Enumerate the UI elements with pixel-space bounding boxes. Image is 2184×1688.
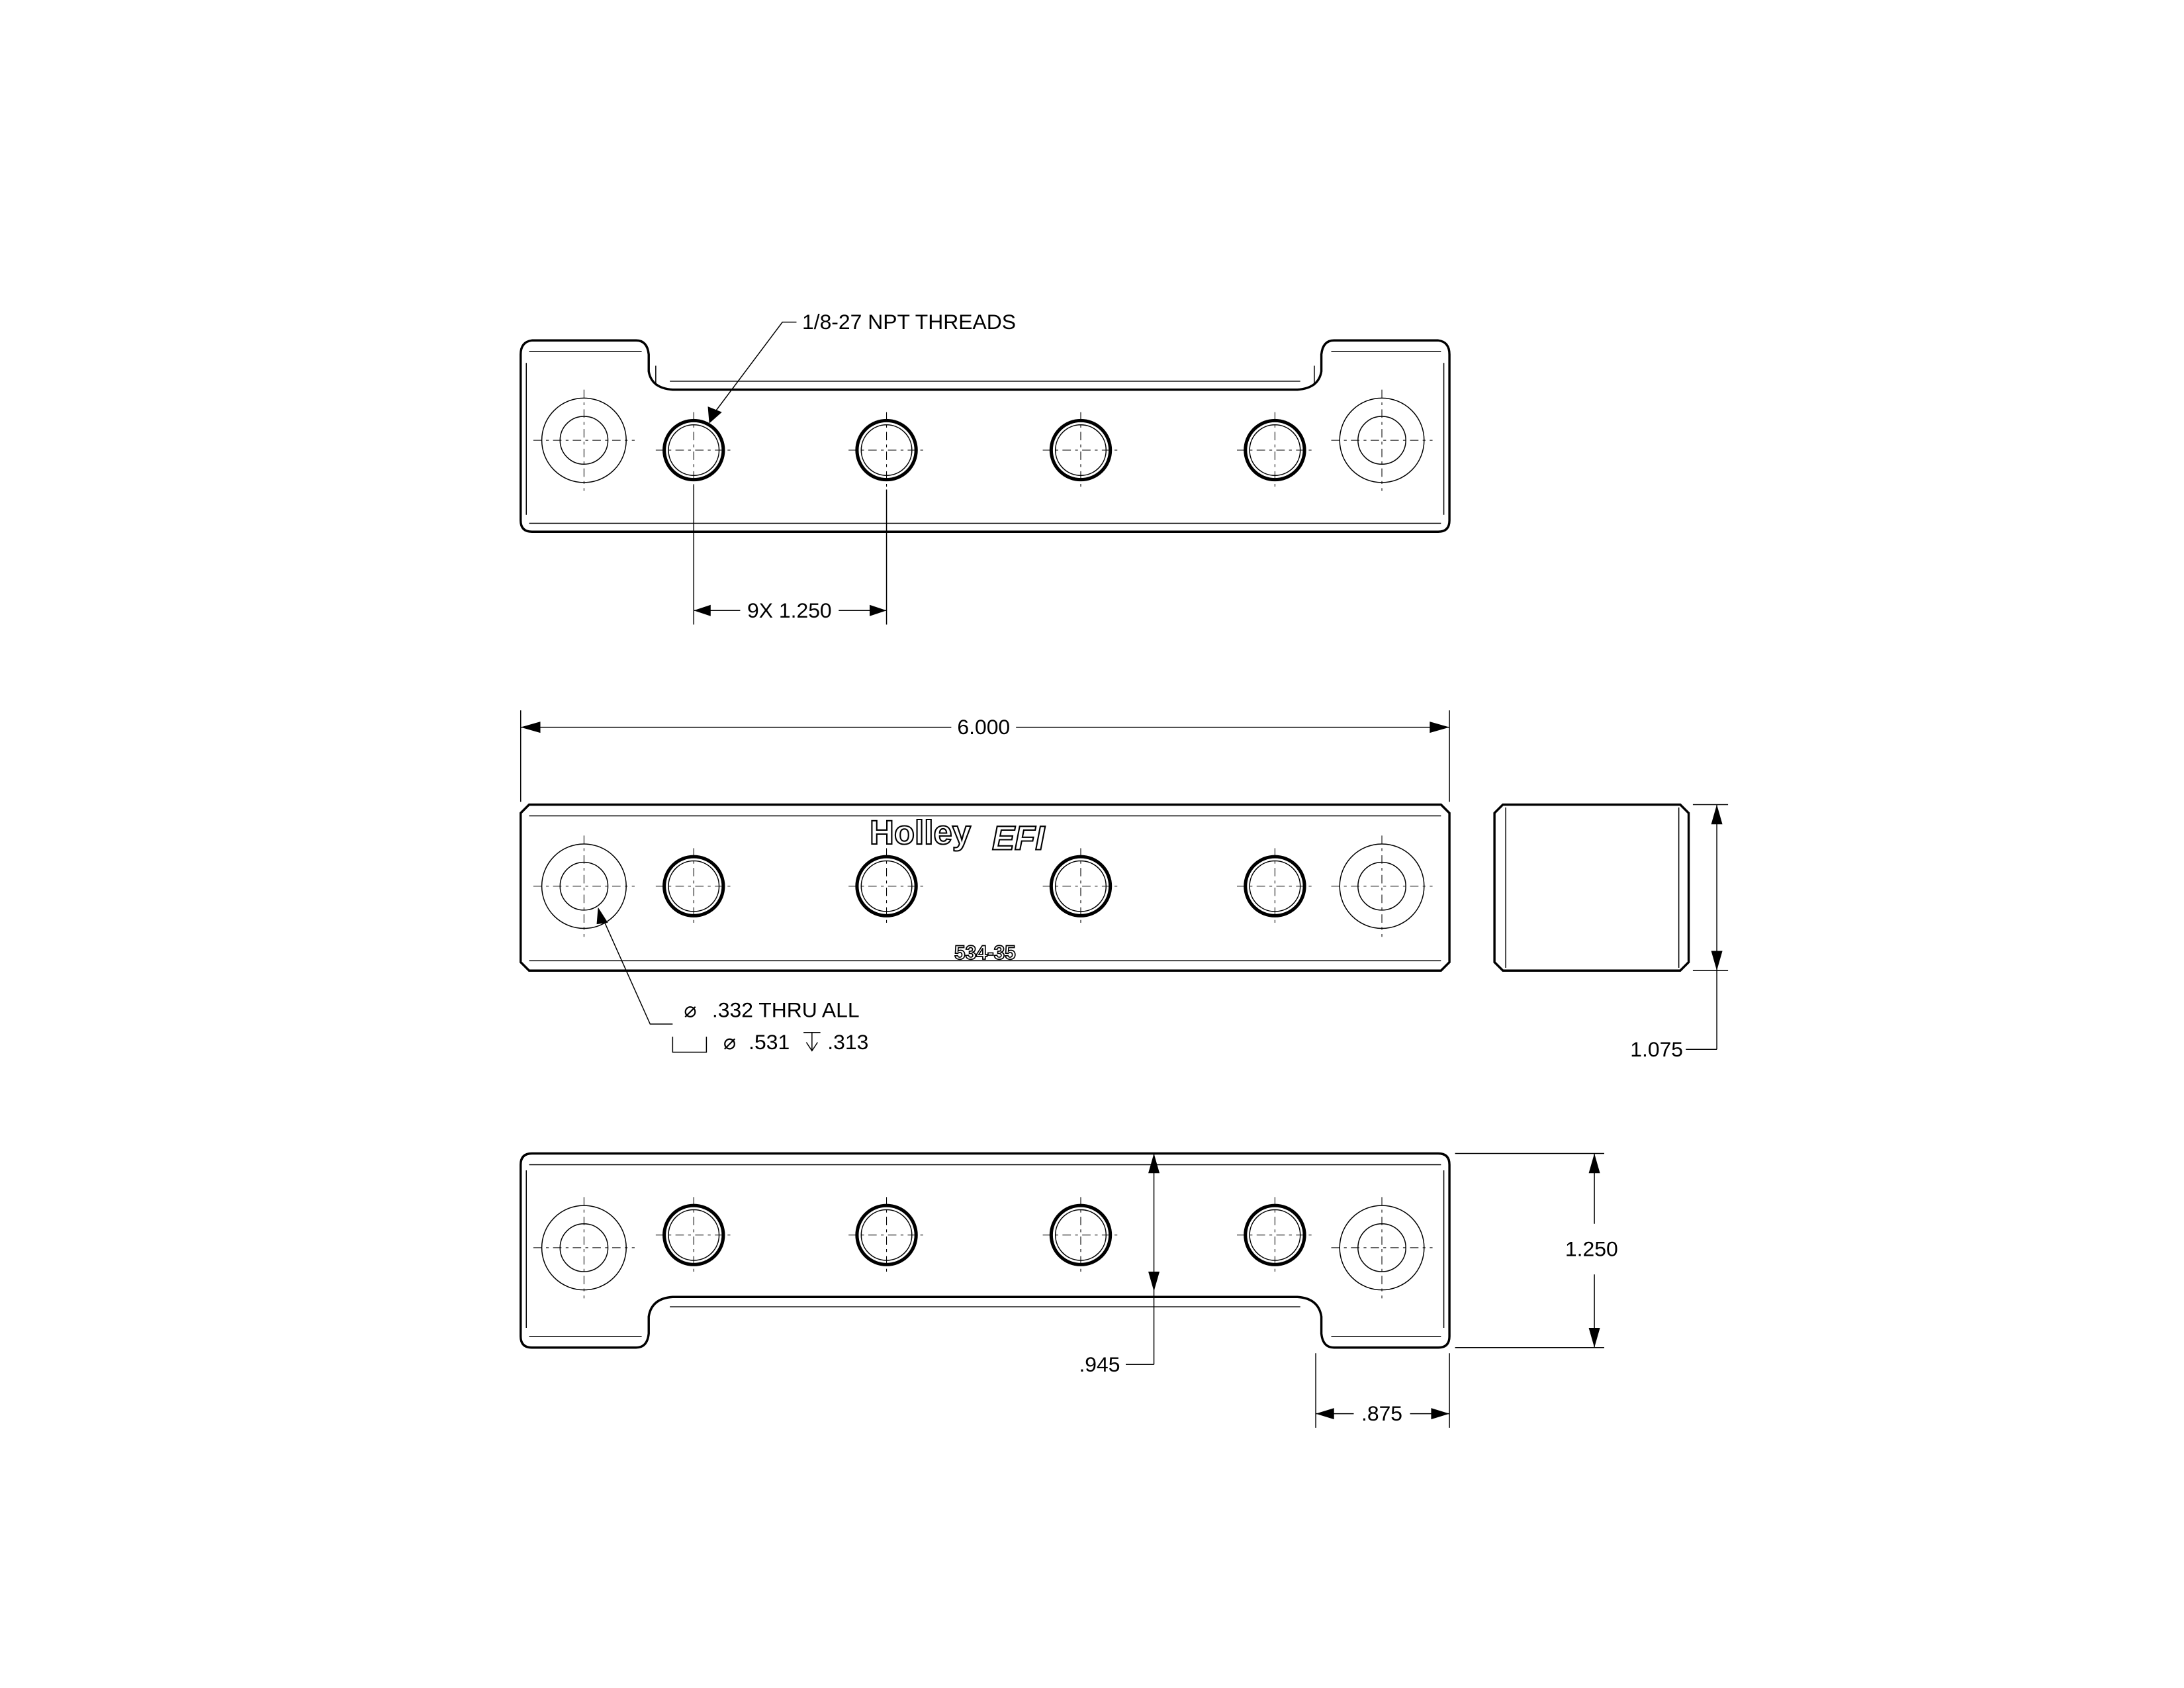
centerline: [848, 848, 925, 925]
pitch-dimension: 9X 1.250: [693, 485, 887, 625]
counterbore-hole: [533, 1197, 635, 1299]
counterbore-depth: .313: [827, 1030, 868, 1054]
width-dim-label: 1.250: [1565, 1237, 1618, 1261]
centerline: [848, 412, 925, 489]
hole-callout: ⌀ .332 THRU ALL ⌀ .531 .313: [596, 907, 868, 1054]
length-dim-label: 6.000: [957, 715, 1010, 739]
centerline: [533, 389, 635, 491]
centerline: [655, 848, 732, 925]
centerline: [1331, 389, 1433, 491]
counterbore-hole: [533, 389, 635, 491]
notch-width-dimension: .875: [1315, 1353, 1450, 1428]
centerline: [848, 1197, 925, 1274]
centerline: [655, 1197, 732, 1274]
depth-symbol: [803, 1032, 821, 1052]
npt-port-hole: [848, 412, 925, 489]
centerline: [533, 1197, 635, 1299]
thread-note-callout: 1/8-27 NPT THREADS: [707, 310, 1016, 424]
centerline: [1042, 848, 1119, 925]
npt-port-hole: [1042, 848, 1119, 925]
centerline: [1042, 1197, 1119, 1274]
diameter-symbol-2: ⌀: [723, 1030, 736, 1054]
holley-logo: Holley: [870, 814, 972, 851]
counterbore-hole: [533, 835, 635, 937]
npt-port-hole: [1042, 1197, 1119, 1274]
pitch-dim-label: 9X 1.250: [747, 598, 832, 622]
centerline: [1237, 848, 1313, 925]
counterbore-symbol: [672, 1037, 707, 1053]
counterbore-hole: [1331, 835, 1433, 937]
npt-port-hole: [655, 1197, 732, 1274]
npt-port-hole: [1237, 848, 1313, 925]
npt-port-hole: [1237, 1197, 1313, 1274]
notch-depth-label: .945: [1079, 1352, 1120, 1376]
bottom-view: [520, 1152, 1451, 1349]
length-dimension: 6.000: [520, 710, 1450, 802]
counterbore-hole: [1331, 389, 1433, 491]
centerline: [655, 412, 732, 489]
thread-note: 1/8-27 NPT THREADS: [802, 310, 1016, 334]
npt-port-hole: [1237, 412, 1313, 489]
npt-port-hole: [655, 412, 732, 489]
npt-port-hole: [848, 848, 925, 925]
centerline: [1331, 1197, 1433, 1299]
centerline: [1237, 412, 1313, 489]
efi-logo: EFI: [992, 820, 1046, 857]
notch-width-label: .875: [1361, 1401, 1402, 1425]
diameter-symbol: ⌀: [684, 998, 696, 1021]
centerline: [1331, 835, 1433, 937]
side-view: 1.075: [1493, 803, 1729, 1061]
counterbore-hole: [1331, 1197, 1433, 1299]
npt-port-hole: [655, 848, 732, 925]
npt-port-hole: [1042, 412, 1119, 489]
width-dimension: 1.250: [1455, 1152, 1618, 1348]
notch-depth-dimension: .945: [1079, 1153, 1160, 1376]
centerline: [1042, 412, 1119, 489]
centerline: [1237, 1197, 1313, 1274]
npt-port-hole: [848, 1197, 925, 1274]
height-dim-label: 1.075: [1630, 1037, 1683, 1061]
centerline: [533, 835, 635, 937]
hole-note-thru: .332 THRU ALL: [712, 998, 860, 1021]
counterbore-diameter: .531: [749, 1030, 790, 1054]
front-view: Holley EFI 534-35: [520, 803, 1451, 972]
top-view: [520, 339, 1451, 533]
part-number: 534-35: [954, 942, 1016, 964]
